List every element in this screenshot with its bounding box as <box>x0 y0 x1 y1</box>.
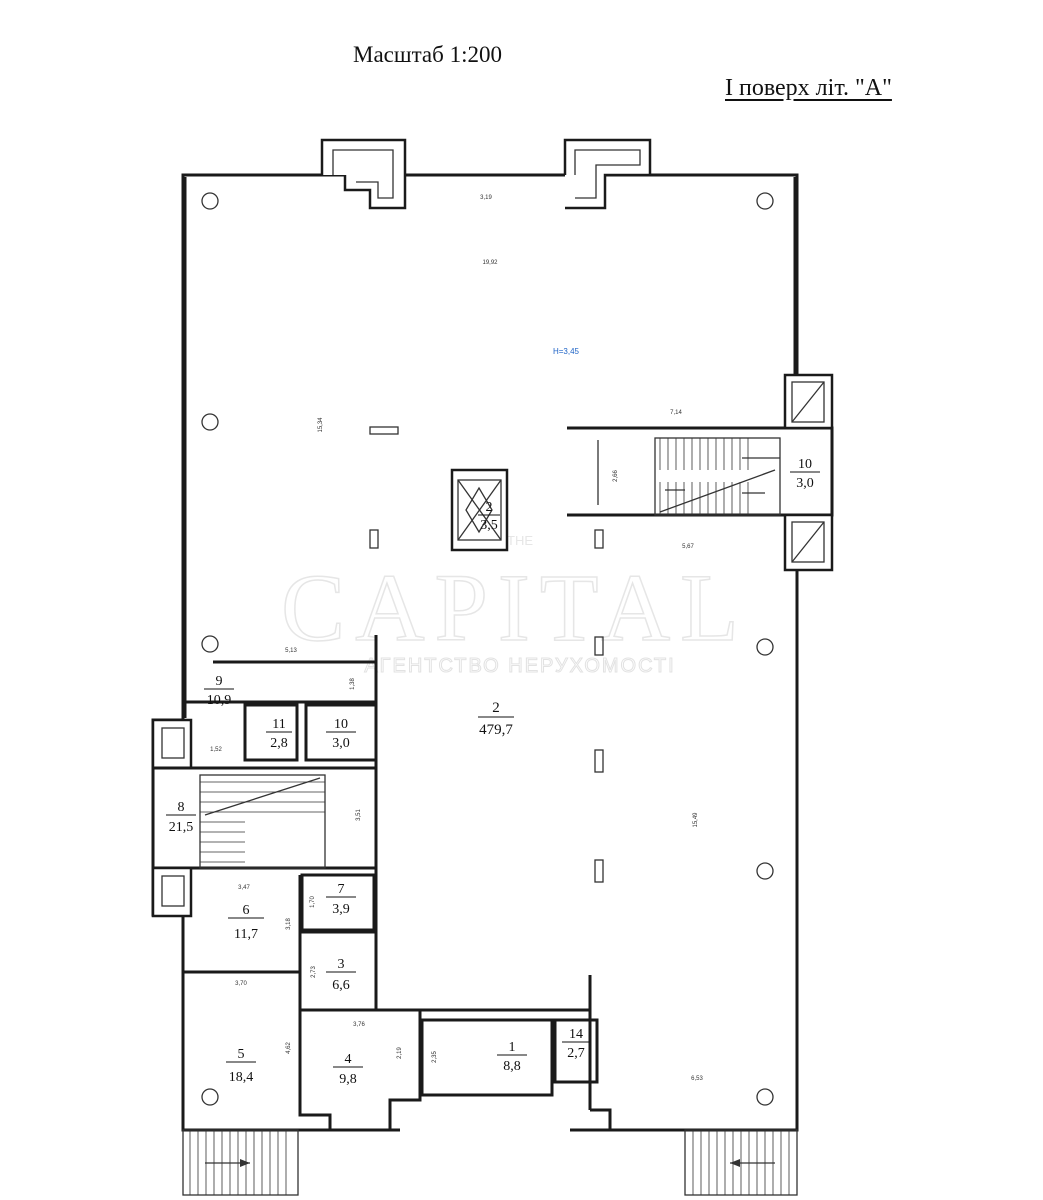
svg-text:2,8: 2,8 <box>270 736 288 751</box>
dimension-label: 6,53 <box>691 1076 703 1082</box>
svg-text:3,5: 3,5 <box>480 518 498 533</box>
room-5: 5 18,4 <box>226 1047 256 1085</box>
right-stair-block <box>567 373 834 572</box>
watermark-brand: CAPITAL <box>281 554 749 661</box>
room-8: 8 21,5 <box>166 800 196 835</box>
svg-text:21,5: 21,5 <box>169 820 194 835</box>
svg-text:7: 7 <box>338 882 345 897</box>
svg-text:3: 3 <box>338 957 345 972</box>
svg-text:8,8: 8,8 <box>503 1059 521 1074</box>
watermark-tagline: АГЕНТСТВО НЕРУХОМОСТІ <box>364 655 675 677</box>
floor-title: І поверх літ. "А" <box>725 75 892 101</box>
ceiling-height-label: H=3,45 <box>553 347 580 356</box>
room-7: 7 3,9 <box>326 882 356 917</box>
dimension-label: 7,14 <box>670 410 682 416</box>
entrance-stairs <box>182 1129 798 1196</box>
dimension-label: 3,19 <box>480 195 492 201</box>
svg-text:10: 10 <box>798 457 812 472</box>
dimension-label: 5,13 <box>285 648 297 654</box>
room-6: 6 11,7 <box>228 903 264 942</box>
dimension-label: 19,92 <box>482 260 498 266</box>
room-4: 4 9,8 <box>333 1052 363 1087</box>
svg-text:6: 6 <box>243 903 250 918</box>
dimension-label: 2,19 <box>397 1047 403 1059</box>
dimension-label: 3,47 <box>238 885 250 891</box>
top-projections <box>320 138 652 210</box>
watermark-small: THE <box>507 533 533 548</box>
scale-title: Масштаб 1:200 <box>353 42 502 67</box>
svg-text:18,4: 18,4 <box>229 1070 254 1085</box>
dimension-label: 2,66 <box>613 470 619 482</box>
dimension-label: 1,38 <box>350 678 356 690</box>
svg-text:5: 5 <box>238 1047 245 1062</box>
dimension-labels: 3,19 19,92 15,34 7,14 2,66 5,67 5,13 1,3… <box>210 195 703 1082</box>
svg-text:479,7: 479,7 <box>479 722 513 738</box>
dimension-label: 5,67 <box>682 544 694 550</box>
dimension-label: 15,34 <box>318 417 324 433</box>
svg-text:10: 10 <box>334 717 348 732</box>
dimension-label: 1,52 <box>210 747 222 753</box>
dimension-label: 15,49 <box>693 812 699 828</box>
dimension-label: 3,18 <box>286 918 292 930</box>
room-1: 1 8,8 <box>497 1040 527 1074</box>
room-2-main: 2 479,7 <box>478 700 514 738</box>
svg-text:2,7: 2,7 <box>567 1046 585 1061</box>
room-10: 10 3,0 <box>326 717 356 751</box>
svg-text:8: 8 <box>178 800 185 815</box>
dimension-label: 2,73 <box>311 966 317 978</box>
svg-text:3,9: 3,9 <box>332 902 350 917</box>
columns <box>201 192 774 1106</box>
left-partitions <box>151 635 422 1130</box>
svg-text:11: 11 <box>272 717 285 732</box>
dimension-label: 3,51 <box>356 809 362 821</box>
room-11: 11 2,8 <box>266 717 292 751</box>
dimension-label: 3,76 <box>353 1022 365 1028</box>
room-labels: 2 479,7 2 3,5 10 3,0 9 10,9 11 <box>166 457 820 1087</box>
room-14: 14 2,7 <box>562 1027 590 1061</box>
shaft-room <box>450 468 509 552</box>
svg-text:2: 2 <box>492 700 500 716</box>
dimension-label: 2,35 <box>432 1051 438 1063</box>
svg-text:9,8: 9,8 <box>339 1072 357 1087</box>
svg-text:4: 4 <box>345 1052 352 1067</box>
room-3: 3 6,6 <box>326 957 356 993</box>
svg-text:2: 2 <box>486 500 493 515</box>
svg-text:9: 9 <box>216 674 223 689</box>
svg-text:3,0: 3,0 <box>332 736 350 751</box>
svg-text:3,0: 3,0 <box>796 476 814 491</box>
dimension-label: 4,62 <box>286 1042 292 1054</box>
svg-text:11,7: 11,7 <box>234 927 258 942</box>
svg-text:14: 14 <box>569 1027 583 1042</box>
svg-text:6,6: 6,6 <box>332 978 350 993</box>
room-2-shaft: 2 3,5 <box>478 500 500 533</box>
dimension-label: 3,70 <box>235 981 247 987</box>
room-13: 10 3,0 <box>790 457 820 491</box>
room-9: 9 10,9 <box>204 674 234 708</box>
svg-text:1: 1 <box>509 1040 516 1055</box>
dimension-label: 1,70 <box>310 896 316 908</box>
svg-text:10,9: 10,9 <box>207 693 232 708</box>
